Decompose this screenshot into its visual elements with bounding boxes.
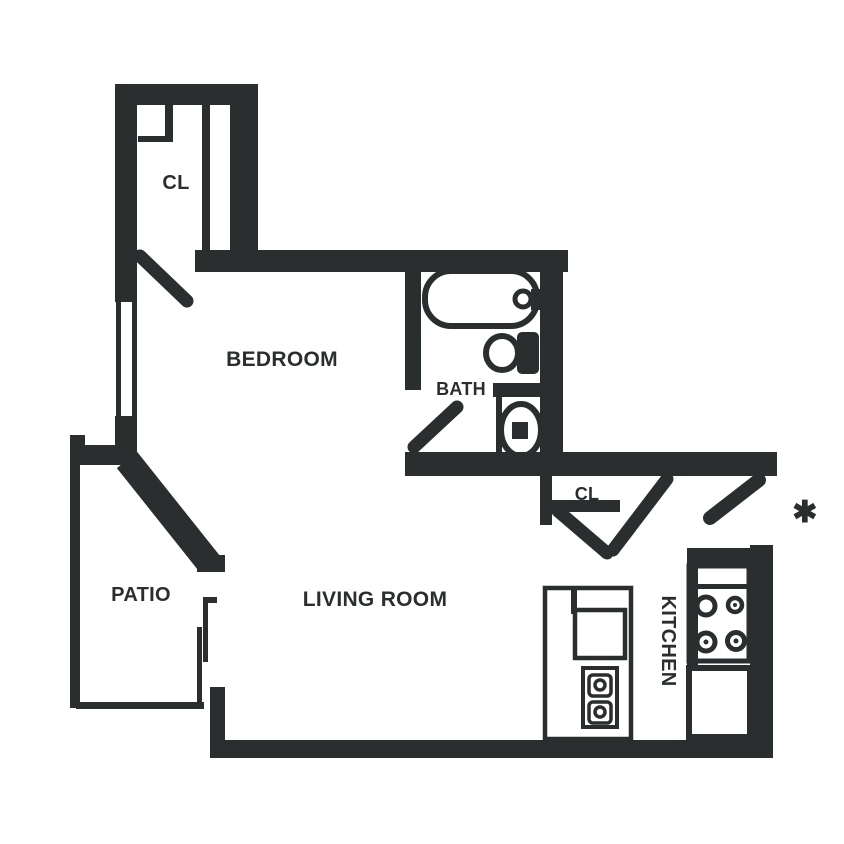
room-labels: CL BEDROOM BATH CL PATIO LIVING ROOM KIT…	[111, 172, 817, 687]
entry-closet-door-swing	[551, 504, 614, 560]
bath-door-swing	[407, 400, 464, 454]
patio-diagonal-wall	[116, 451, 220, 572]
walls	[70, 84, 777, 758]
sliding-door-panel-tick	[207, 597, 217, 603]
closet-right-wall	[230, 105, 258, 252]
entry-closet-label: CL	[575, 484, 600, 504]
stove-back-panel-line	[689, 584, 749, 589]
closet-top-label: CL	[162, 172, 189, 194]
stove-outline	[686, 563, 752, 664]
bedroom-window-jamb	[116, 300, 121, 418]
closet-top-wall	[115, 84, 258, 105]
kitchen-top-wall	[687, 548, 753, 565]
bedroom-window-jamb	[132, 300, 137, 418]
stove-burner-dot	[703, 639, 709, 645]
entry-closet-door-swing	[606, 472, 674, 557]
living-room-label: LIVING ROOM	[303, 588, 447, 611]
entry-marker-asterisk: ✱	[792, 496, 817, 529]
toilet-tank	[517, 332, 539, 374]
bathtub-faucet	[512, 288, 534, 310]
bath-right-wall	[540, 250, 563, 476]
patio-label: PATIO	[111, 584, 171, 606]
stove-burner	[725, 595, 745, 615]
bath-label: BATH	[436, 379, 486, 399]
sliding-door-panel	[197, 627, 202, 705]
bedroom-closet-door-swing	[133, 249, 194, 308]
appliance-outline	[581, 666, 619, 729]
appliance-basin	[587, 700, 613, 725]
bedroom-top-wall	[195, 250, 568, 272]
appliance-basin	[587, 673, 613, 698]
kitchen-left-wall	[687, 548, 698, 665]
closet-shelf-stub	[165, 105, 173, 142]
stove-burner	[694, 594, 718, 618]
bath-sink-basin	[498, 401, 544, 459]
entry-door-swing	[703, 473, 766, 525]
bedroom-bath-partition	[405, 263, 421, 390]
kitchen-label: KITCHEN	[657, 596, 679, 687]
patio-bottom-edge	[76, 702, 204, 709]
bedroom-label: BEDROOM	[226, 348, 338, 371]
doors	[116, 249, 766, 572]
bathtub-faucet-base	[531, 289, 540, 310]
kitchen-right-wall	[750, 545, 773, 758]
left-wall-upper	[115, 84, 137, 302]
stove-burner	[694, 630, 718, 654]
bath-sink-drain	[512, 422, 528, 439]
kitchen-fixtures	[542, 563, 753, 742]
refrigerator	[686, 665, 753, 740]
bath-sink-divider-horizontal	[493, 383, 563, 397]
stove-burner-dot	[733, 603, 737, 607]
stove-burner	[725, 630, 747, 652]
hall-top-wall	[405, 452, 777, 476]
bath-fixtures	[422, 268, 544, 459]
toilet-bowl	[483, 333, 521, 373]
patio-left-wall	[70, 455, 80, 708]
bathtub	[422, 268, 540, 329]
sliding-door-panel	[203, 597, 208, 662]
kitchen-sink	[572, 607, 628, 661]
appliance-drain	[593, 705, 607, 719]
closet-shelf-line	[138, 136, 171, 142]
entry-closet-left-wall	[540, 476, 552, 525]
patio-corner-wall	[70, 445, 137, 465]
bottom-wall	[210, 740, 773, 758]
appliance-drain	[593, 678, 607, 692]
patio-left-wall-top	[70, 435, 85, 455]
stove-burner-dot	[733, 638, 739, 644]
living-left-wall-bottom	[210, 687, 225, 740]
kitchen-counter-tick	[571, 588, 577, 614]
left-wall-lower	[115, 416, 137, 448]
closet-partition	[202, 105, 210, 252]
entry-closet-back-wall	[552, 500, 620, 512]
kitchen-counter-outline	[542, 585, 634, 742]
